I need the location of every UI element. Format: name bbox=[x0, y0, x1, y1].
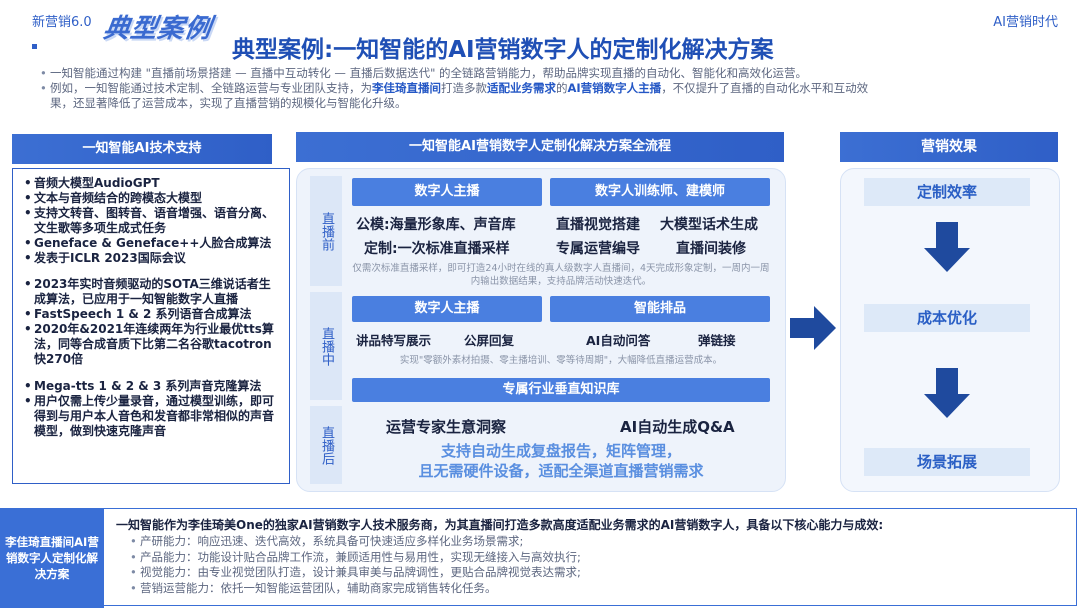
left-item: 用户仅需上传少量录音，通过模型训练，即可得到与用户本人音色和发音都非常相似的声音… bbox=[24, 394, 282, 439]
highlight-anchor: AI营销数字人主播 bbox=[567, 81, 662, 95]
left-item: 发表于ICLR 2023国际会议 bbox=[24, 251, 282, 266]
left-group-2: 2023年实时音频驱动的SOTA三维说话者生成算法，已应用于一知智能数字人直播 … bbox=[24, 277, 282, 367]
pre-item-script: 大模型话术生成 bbox=[660, 217, 758, 233]
mid-sub-ranking: 智能排品 bbox=[550, 296, 770, 322]
mid-item-qa: AI自动问答 bbox=[586, 333, 651, 348]
capability-item: 产品能力：功能设计贴合品牌工作流，兼顾适用性与易用性，实现无缝接入与高效执行; bbox=[130, 550, 1050, 566]
left-group-3: Mega-tts 1 & 2 & 3 系列声音克隆算法 用户仅需上传少量录音，通… bbox=[24, 379, 282, 439]
left-item: 文本与音频结合的跨模态大模型 bbox=[24, 191, 282, 206]
left-item: 音频大模型AudioGPT bbox=[24, 176, 282, 191]
left-panel-header: 一知智能AI技术支持 bbox=[12, 134, 272, 164]
flow-arrow-right-icon bbox=[790, 306, 836, 350]
post-item-auto-qa: AI自动生成Q&A bbox=[620, 418, 735, 436]
header-square-mark bbox=[32, 44, 37, 49]
bottom-bullets: 产研能力：响应迅速、迭代高效，系统具备可快速适应多样化业务场景需求; 产品能力：… bbox=[130, 534, 1050, 596]
mid-item-reply: 公屏回复 bbox=[464, 333, 515, 348]
mid-item-closeup: 讲品特写展示 bbox=[356, 333, 432, 348]
post-highlight-2: 且无需硬件设备，适配全渠道直播营销需求 bbox=[418, 462, 704, 480]
right-panel-header: 营销效果 bbox=[840, 132, 1058, 162]
pre-sub-anchor: 数字人主播 bbox=[352, 178, 542, 206]
post-highlight-1: 支持自动生成复盘报告，矩阵管理， bbox=[440, 442, 681, 460]
capability-item: 视觉能力：由专业视觉团队打造，设计兼具审美与品牌调性，更贴合品牌视觉表达需求; bbox=[130, 565, 1050, 581]
pre-item-public-model: 公模:海量形象库、声音库 bbox=[356, 217, 516, 233]
left-item: Mega-tts 1 & 2 & 3 系列声音克隆算法 bbox=[24, 379, 282, 394]
pre-item-visual: 直播视觉搭建 bbox=[556, 217, 640, 233]
capability-item: 营销运营能力：依托一知智能运营团队，辅助商家完成销售转化任务。 bbox=[130, 581, 1050, 597]
top-left-tag: 新营销6.0 bbox=[32, 15, 92, 30]
stage-label-pre: 直播前 bbox=[310, 176, 342, 286]
left-item: 支持文转音、图转音、语音增强、语音分离、文生歌等多项生成式任务 bbox=[24, 206, 282, 236]
pre-item-decor: 直播间装修 bbox=[676, 241, 746, 257]
middle-panel-header: 一知智能AI营销数字人定制化解决方案全流程 bbox=[296, 132, 784, 162]
middle-panel bbox=[296, 168, 786, 492]
post-sub-knowledge: 专属行业垂直知识库 bbox=[352, 378, 770, 402]
mid-item-link: 弹链接 bbox=[698, 333, 736, 348]
case-logo: 典型案例 bbox=[101, 14, 214, 44]
intro-line-1: 一知智能通过构建 "直播前场景搭建 — 直播中互动转化 — 直播后数据迭代" 的… bbox=[40, 66, 1040, 81]
left-panel-content: 音频大模型AudioGPT 文本与音频结合的跨模态大模型 支持文转音、图转音、语… bbox=[24, 176, 282, 439]
stage-label-post: 直播后 bbox=[310, 406, 342, 484]
arrow-down-icon bbox=[924, 222, 970, 272]
left-item: FastSpeech 1 & 2 系列语音合成算法 bbox=[24, 307, 282, 322]
page-title: 典型案例:一知智能的AI营销数字人的定制化解决方案 bbox=[232, 37, 774, 63]
left-group-1: 音频大模型AudioGPT 文本与音频结合的跨模态大模型 支持文转音、图转音、语… bbox=[24, 176, 282, 266]
stage-label-mid: 直播中 bbox=[310, 292, 342, 400]
arrow-down-icon bbox=[924, 368, 970, 418]
mid-sub-anchor: 数字人主播 bbox=[352, 296, 542, 322]
effect-scenario: 场景拓展 bbox=[864, 448, 1030, 476]
highlight-fit: 适配业务需求 bbox=[487, 81, 556, 95]
mid-note: 实现"零额外素材拍摄、零主播培训、零等待周期"，大幅降低直播运营成本。 bbox=[399, 355, 723, 366]
intro-list: 一知智能通过构建 "直播前场景搭建 — 直播中互动转化 — 直播后数据迭代" 的… bbox=[40, 66, 1040, 111]
pre-note: 仅需次标准直播采样，即可打造24小时在线的真人级数字人直播间，4天完成形象定制，… bbox=[352, 263, 770, 287]
pre-item-director: 专属运营编导 bbox=[556, 241, 640, 257]
left-item: 2020年&2021年连续两年为行业最优tts算法，同等合成音质下比第二名谷歌t… bbox=[24, 322, 282, 367]
post-item-insight: 运营专家生意洞察 bbox=[386, 418, 507, 436]
left-item: 2023年实时音频驱动的SOTA三维说话者生成算法，已应用于一知智能数字人直播 bbox=[24, 277, 282, 307]
pre-item-custom: 定制:一次标准直播采样 bbox=[364, 241, 510, 257]
effect-efficiency: 定制效率 bbox=[864, 178, 1030, 206]
bottom-label-box bbox=[0, 508, 104, 608]
top-right-tag: AI营销时代 bbox=[993, 15, 1058, 30]
intro-line-2: 例如，一知智能通过技术定制、全链路运营与专业团队支持，为李佳琦直播间打造多款适配… bbox=[40, 81, 1040, 111]
left-item: Geneface & Geneface++人脸合成算法 bbox=[24, 236, 282, 251]
pre-sub-trainer: 数字人训练师、建模师 bbox=[550, 178, 770, 206]
highlight-studio: 李佳琦直播间 bbox=[372, 81, 441, 95]
effect-cost: 成本优化 bbox=[864, 304, 1030, 332]
capability-item: 产研能力：响应迅速、迭代高效，系统具备可快速适应多样化业务场景需求; bbox=[130, 534, 1050, 550]
bottom-lead: 一知智能作为李佳琦美One的独家AI营销数字人技术服务商，为其直播间打造多款高度… bbox=[116, 518, 884, 532]
bottom-label: 李佳琦直播间AI营销数字人定制化解决方案 bbox=[5, 535, 99, 581]
